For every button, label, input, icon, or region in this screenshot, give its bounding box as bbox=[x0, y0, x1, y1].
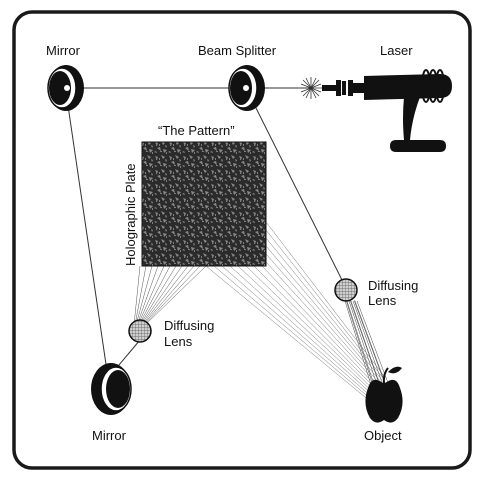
label-laser: Laser bbox=[380, 43, 413, 58]
label-the-pattern: “The Pattern” bbox=[158, 123, 235, 138]
apple-icon bbox=[365, 366, 403, 423]
beam-splitter-icon bbox=[228, 65, 265, 111]
reference-beam-fan bbox=[133, 265, 207, 326]
label-beam-splitter: Beam Splitter bbox=[198, 43, 277, 58]
beam-splitter-to-right-lens bbox=[247, 91, 345, 285]
diffusing-lens-left-icon bbox=[128, 319, 152, 343]
mirror-bottom-icon bbox=[91, 363, 132, 415]
label-mirror-top: Mirror bbox=[46, 43, 81, 58]
mirror-top-icon bbox=[47, 65, 84, 111]
label-diffusing-lens-right-1: Diffusing bbox=[368, 278, 418, 293]
label-object: Object bbox=[364, 428, 402, 443]
label-diffusing-lens-left-2: Lens bbox=[164, 334, 193, 349]
beam-mirror-top-to-mirror-bottom bbox=[65, 91, 109, 379]
label-holographic-plate: Holographic Plate bbox=[123, 163, 138, 266]
label-diffusing-lens-left-1: Diffusing bbox=[164, 318, 214, 333]
object-beam-to-plate bbox=[205, 221, 385, 403]
laser-gun-icon bbox=[322, 69, 452, 152]
label-mirror-bottom: Mirror bbox=[92, 428, 127, 443]
outer-frame bbox=[12, 10, 472, 470]
laser-emission-icon bbox=[300, 77, 322, 99]
holographic-plate bbox=[141, 141, 267, 267]
diffusing-lens-right-icon bbox=[334, 278, 358, 302]
label-diffusing-lens-right-2: Lens bbox=[368, 293, 397, 308]
